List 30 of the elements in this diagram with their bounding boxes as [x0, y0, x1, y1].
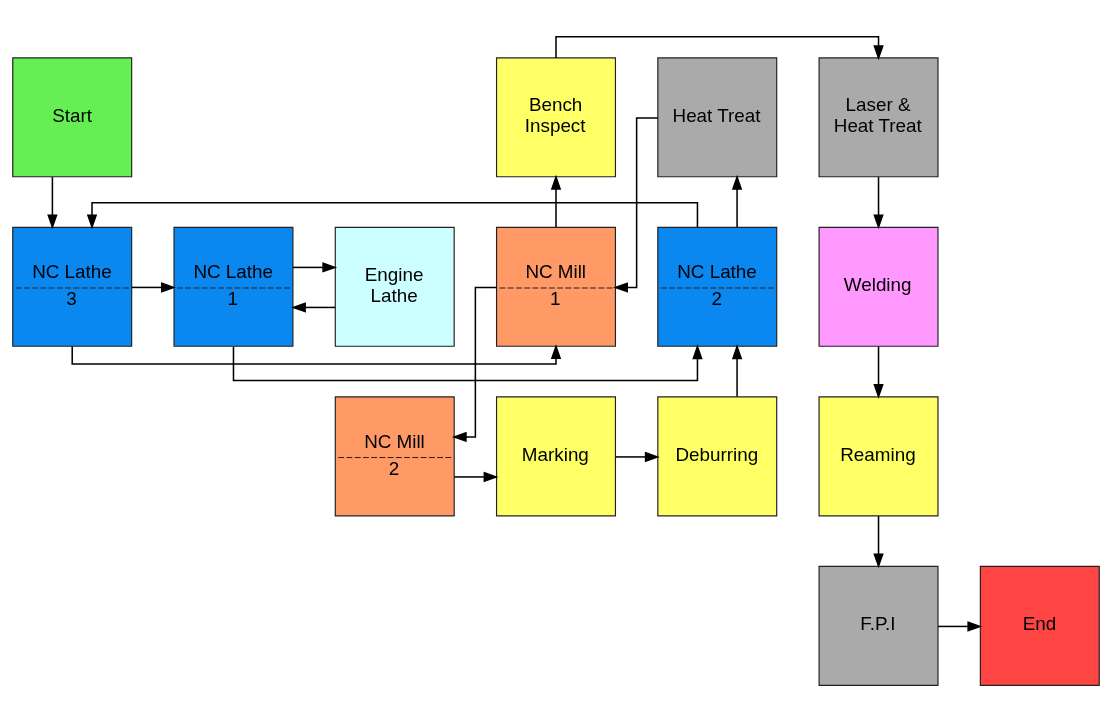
arrow [291, 301, 336, 313]
arrow [614, 451, 660, 462]
arrow [550, 174, 562, 228]
arrow [292, 261, 338, 273]
arrow [131, 281, 176, 293]
arrow [613, 116, 659, 293]
arrow [873, 514, 884, 568]
arrow [47, 175, 58, 229]
node-box: Bench Inspect [495, 56, 617, 177]
node-box: Laser & Heat Treat [818, 56, 939, 177]
node-box: Welding [818, 226, 939, 347]
arrow [71, 343, 562, 365]
node-box: Engine Lathe [334, 226, 455, 347]
arrow [873, 175, 884, 229]
node-box: End [979, 565, 1100, 686]
arrow [731, 343, 743, 397]
arrow [555, 35, 884, 60]
arrow [453, 471, 499, 482]
node-box: Deburring [657, 395, 778, 516]
node-box: Reaming [818, 395, 939, 516]
arrow [873, 345, 884, 399]
arrow [232, 343, 703, 381]
arrow [451, 286, 498, 442]
arrow [731, 174, 743, 228]
node-box: F.P.I [818, 565, 939, 686]
arrow [937, 620, 983, 632]
node-box: Heat Treat [657, 56, 778, 177]
node-box: Marking [495, 395, 617, 516]
arrow [86, 201, 699, 229]
node-box: Start [12, 56, 133, 177]
